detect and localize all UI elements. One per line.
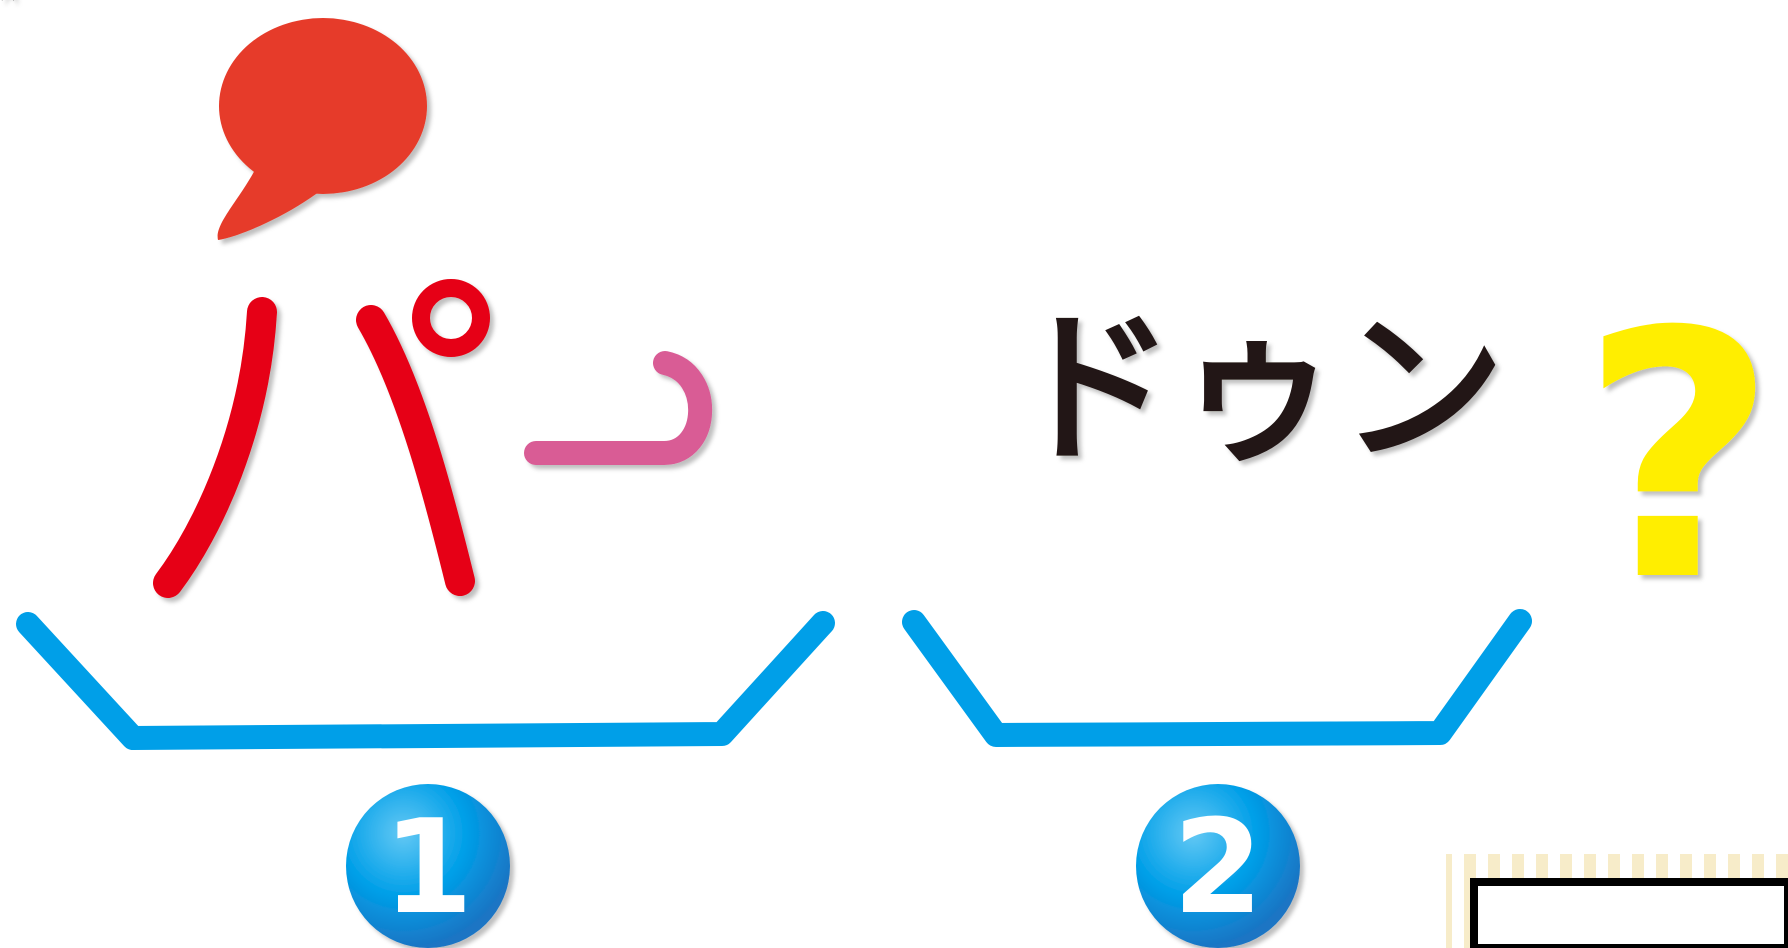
katakana-doun: ドゥン — [1010, 293, 1505, 485]
speech-bubble-icon — [217, 18, 427, 240]
katakana-pa: パ — [0, 0, 490, 598]
bracket-shape-2 — [902, 609, 1532, 747]
bracket-shape-1 — [16, 611, 835, 750]
striped-panel — [1446, 854, 1788, 948]
badge-1-text: 1 — [383, 791, 473, 943]
long-vowel-mark: ー — [0, 0, 713, 465]
badge-2-text: 2 — [1173, 791, 1263, 943]
pa-text: パ — [0, 0, 16, 4]
question-mark-icon: ? — [1580, 260, 1777, 656]
question-text: ? — [1580, 260, 1777, 656]
number-badge-2: 2 — [1136, 784, 1300, 948]
doun-text: ドゥン — [1010, 293, 1505, 485]
dash-text: ー — [0, 0, 16, 4]
number-badge-1: 1 — [346, 784, 510, 948]
